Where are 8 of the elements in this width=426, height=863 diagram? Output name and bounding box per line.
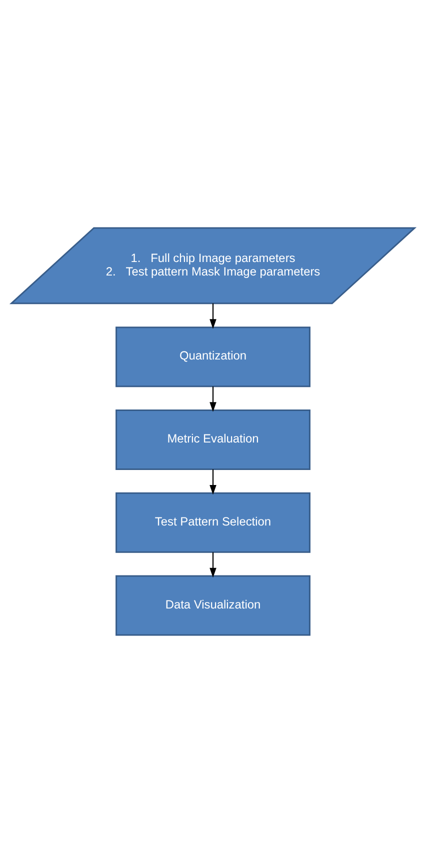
node-box: Data Visualization <box>116 575 310 636</box>
node-box: Quantization <box>116 326 310 388</box>
arrow <box>210 303 216 329</box>
node-box: Metric Evaluation <box>116 409 310 470</box>
arrow <box>210 552 216 578</box>
node-box: Test Pattern Selection <box>116 492 310 553</box>
arrow <box>210 386 216 412</box>
arrow <box>210 469 216 495</box>
